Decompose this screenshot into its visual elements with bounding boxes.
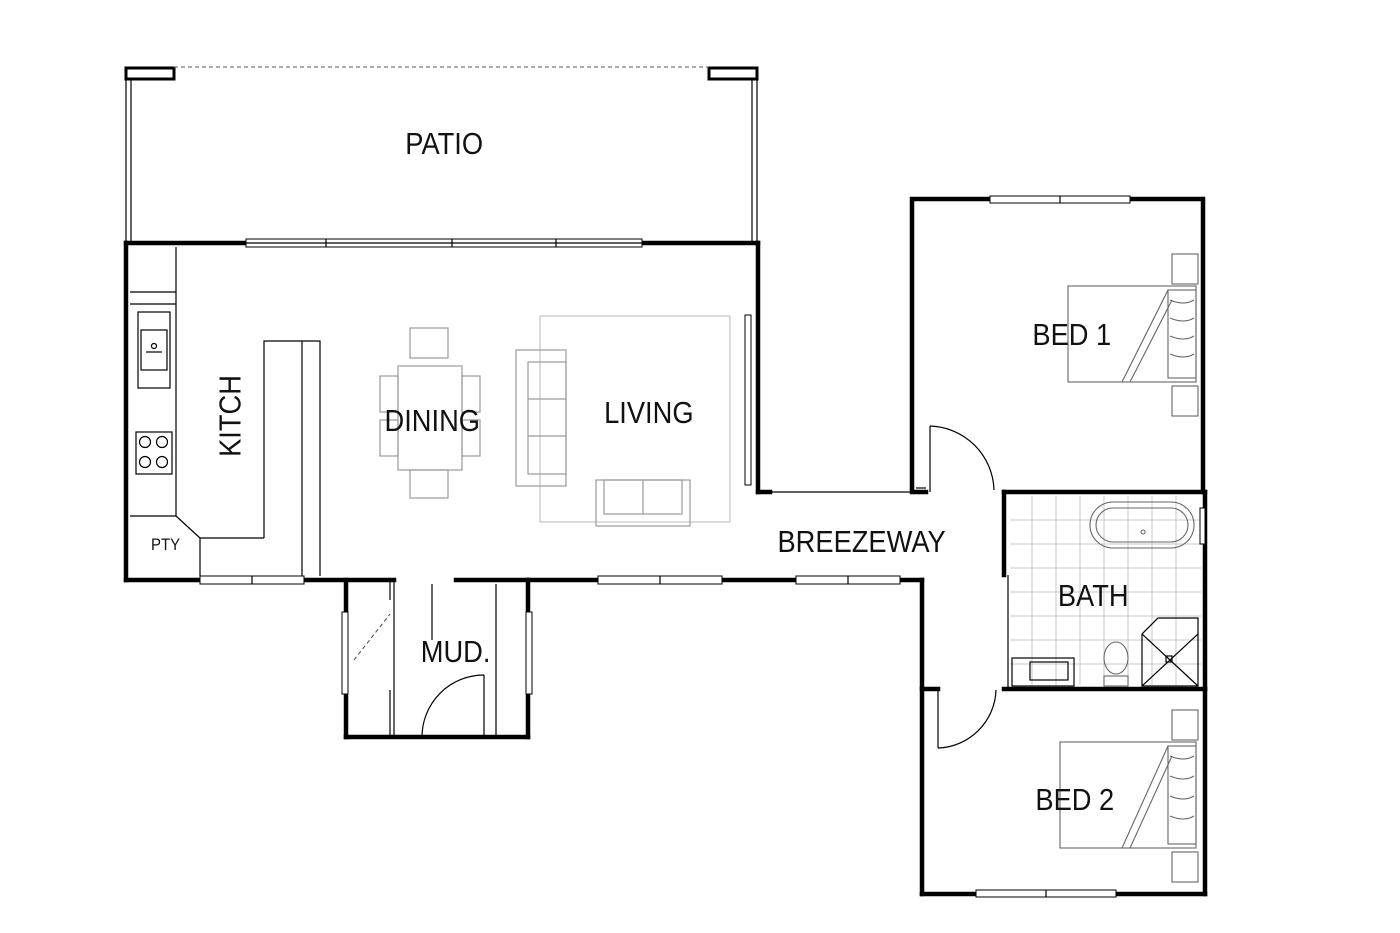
room-label-patio: PATIO (405, 126, 484, 161)
room-label-dining: DINING (384, 403, 480, 438)
kitchen-fixtures (130, 247, 321, 576)
bed2-room (919, 577, 1208, 898)
room-label-pantry: PTY (150, 535, 181, 554)
room-label-bed2: BED 2 (1035, 782, 1115, 817)
living-furniture (515, 315, 731, 527)
room-label-mud: MUD. (420, 634, 491, 669)
room-label-living: LIVING (604, 395, 694, 430)
living-window (744, 314, 752, 486)
patio-sliding-doors (245, 238, 643, 248)
mud-room (341, 577, 533, 740)
room-label-kitchen: KITCH (212, 375, 248, 457)
room-label-bath: BATH (1057, 578, 1129, 613)
patio-area (124, 66, 759, 242)
bath-tiles (1010, 496, 1201, 685)
dining-table-set (379, 327, 481, 499)
room-label-breezeway: BREEZEWAY (777, 524, 946, 559)
main-walls (123, 240, 929, 583)
bed1-room (909, 195, 1206, 495)
south-windows (199, 575, 901, 585)
room-label-bed1: BED 1 (1032, 317, 1112, 352)
bath-room (1001, 489, 1208, 692)
